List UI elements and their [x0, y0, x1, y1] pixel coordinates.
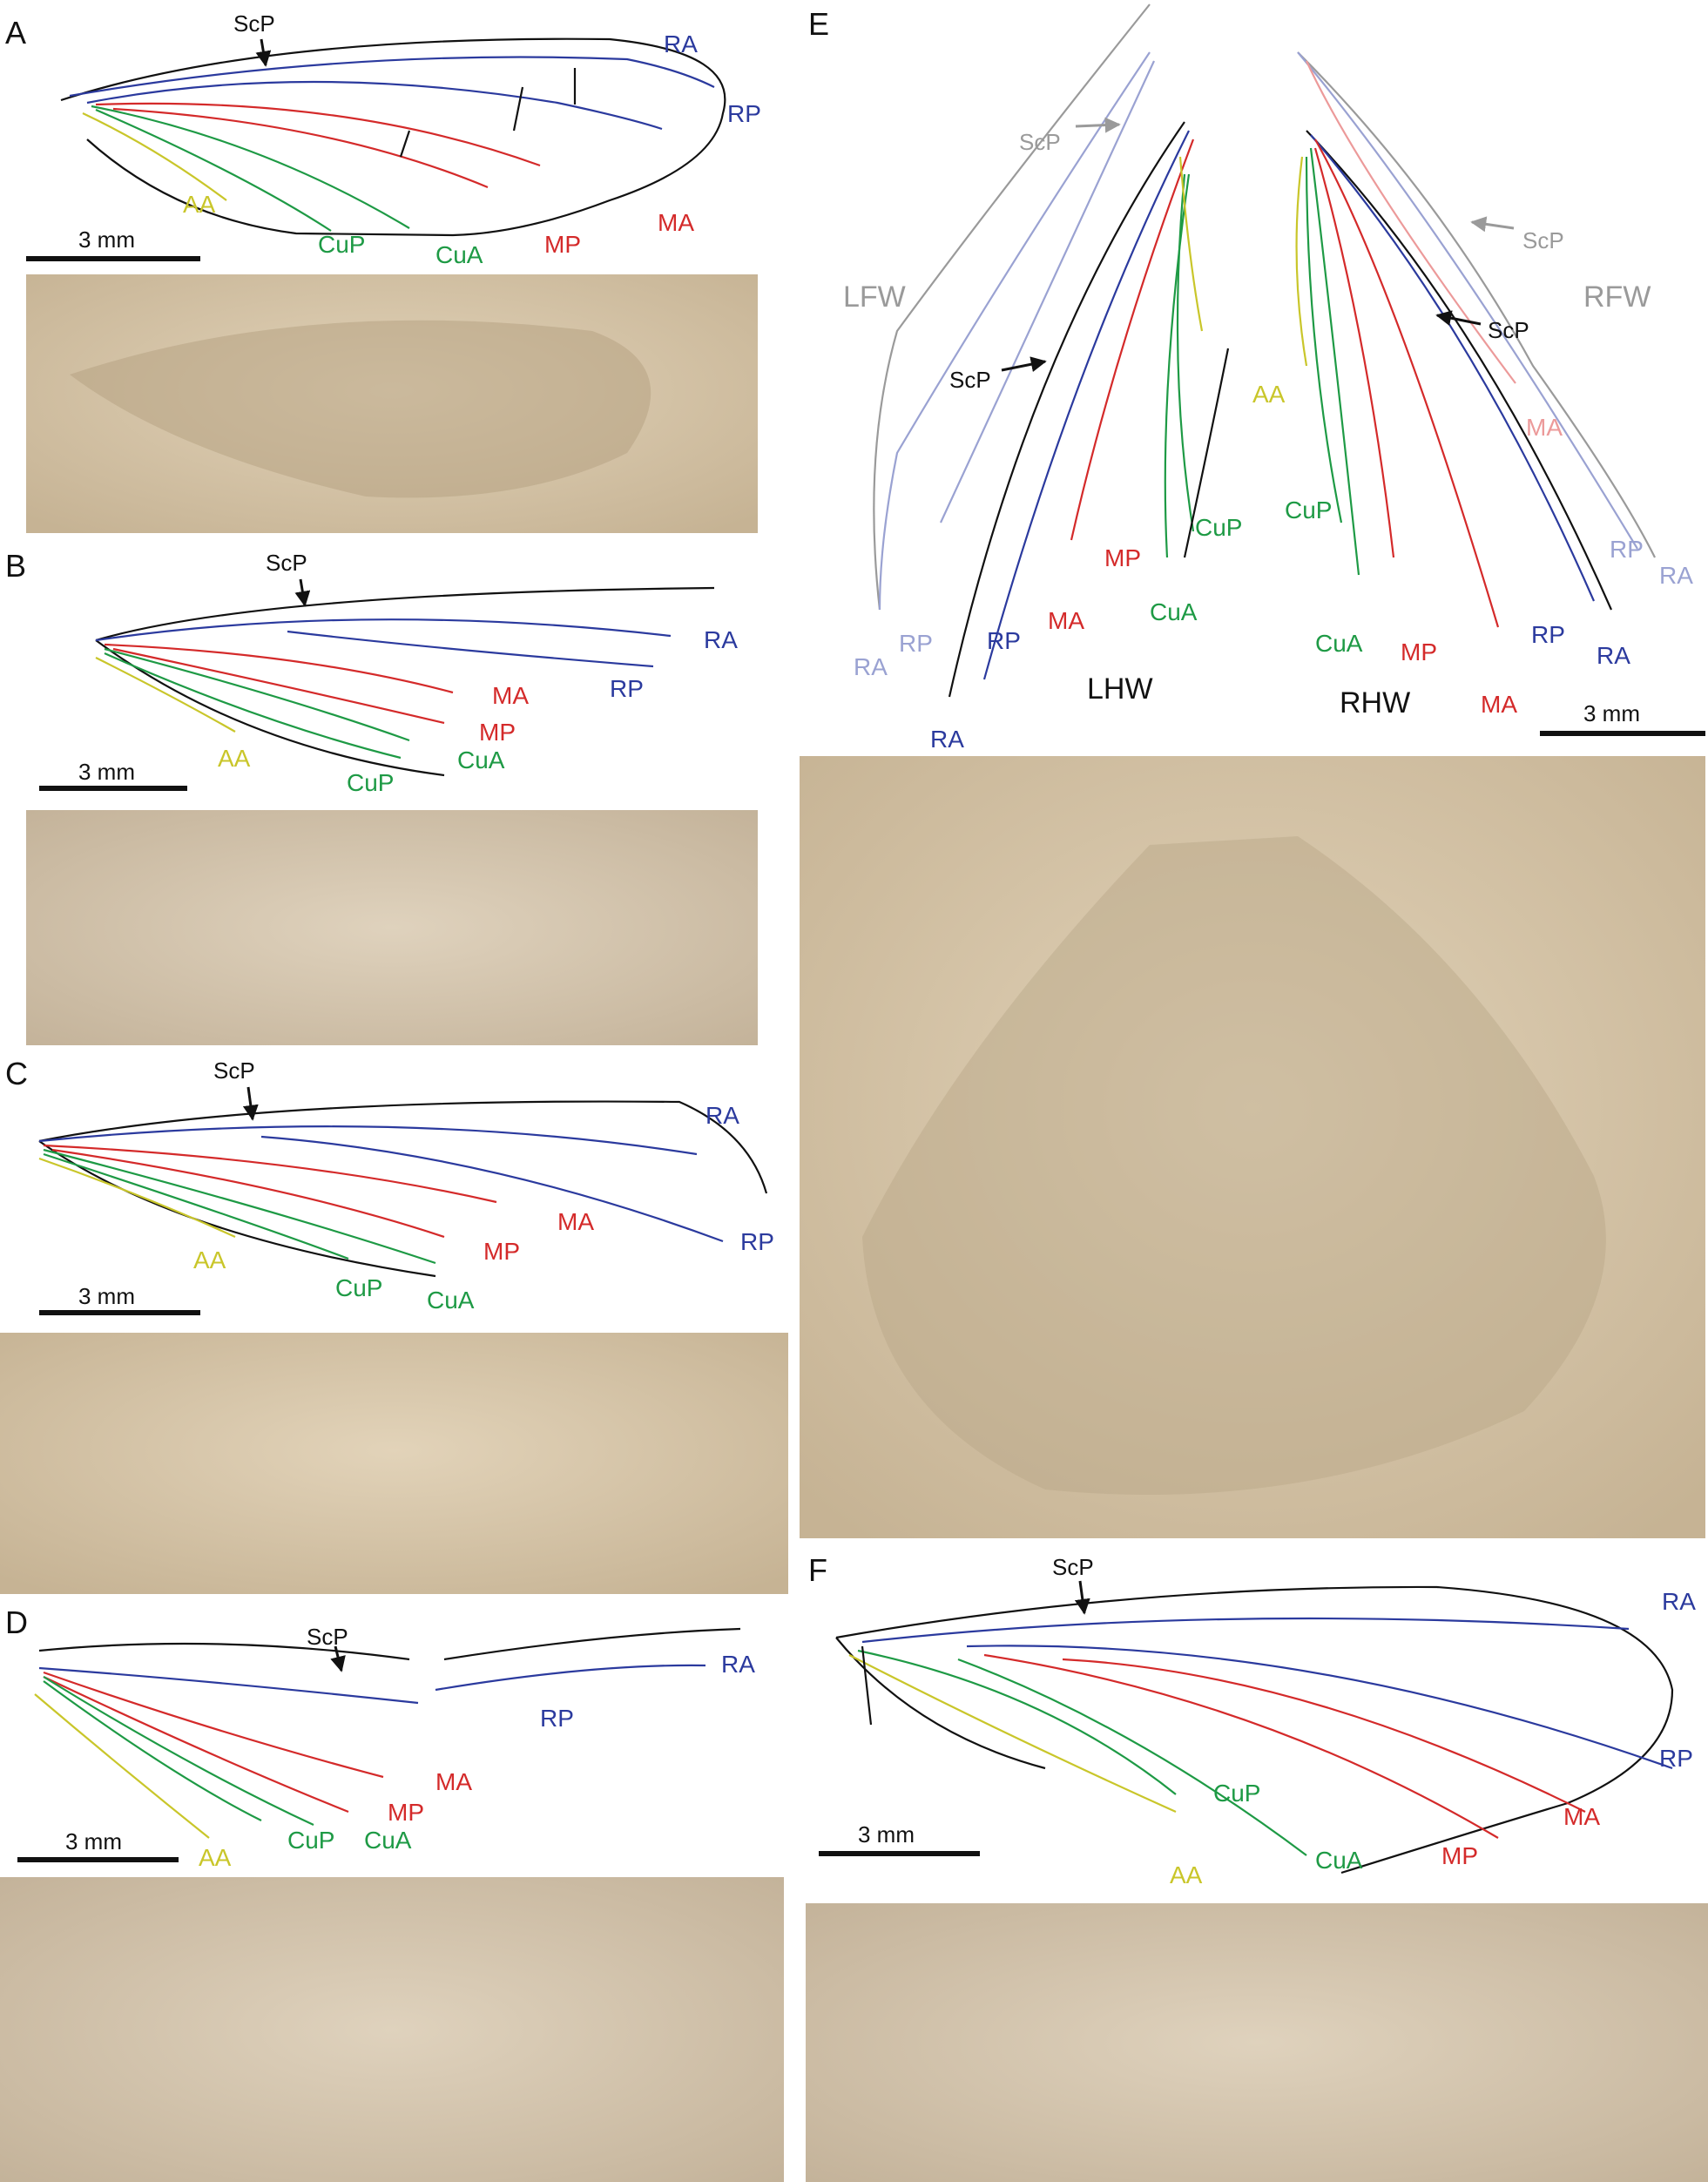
label-scp-lhw: ScP [949, 367, 991, 393]
fossil-photo-c [0, 1333, 788, 1594]
label-cua-f: CuA [1315, 1847, 1363, 1874]
label-scp-lfw: ScP [1019, 129, 1061, 155]
panel-a: A ScP RA RP MA MP CuA CuP AA 3 mm [5, 10, 761, 533]
label-ra-f: RA [1662, 1588, 1696, 1615]
label-cua-d: CuA [364, 1827, 412, 1854]
panel-letter-c: C [5, 1056, 28, 1091]
label-ra-e-rfw: RA [1659, 562, 1693, 589]
label-ra-a: RA [664, 30, 698, 57]
fossil-photo-e [800, 756, 1705, 1538]
panel-f: F ScP RA RP MA MP CuA CuP AA 3 mm [806, 1552, 1708, 2182]
scale-label-c: 3 mm [78, 1283, 135, 1309]
panel-c: C ScP RA RP MA MP CuA CuP AA 3 mm [0, 1056, 788, 1594]
label-ra-b: RA [704, 626, 738, 653]
label-rp-c: RP [740, 1228, 774, 1255]
label-mp-b: MP [479, 719, 516, 746]
label-rfw: RFW [1583, 280, 1651, 314]
label-mp-e-left: MP [1104, 544, 1141, 571]
label-scp-c: ScP [213, 1057, 255, 1084]
label-rp-f: RP [1659, 1745, 1693, 1772]
label-rp-d: RP [540, 1705, 574, 1732]
label-ra-c: RA [705, 1102, 739, 1129]
label-scp-b: ScP [266, 550, 307, 576]
panel-letter-e: E [808, 6, 829, 42]
label-cup-e-left: CuP [1195, 514, 1242, 541]
label-aa-d: AA [199, 1844, 232, 1871]
wing-drawing-f [835, 1585, 1674, 1875]
label-rp-a: RP [727, 100, 761, 127]
label-aa-a: AA [183, 191, 216, 218]
label-cup-b: CuP [347, 769, 394, 796]
fossil-photo-f [806, 1903, 1708, 2182]
label-scp-d: ScP [307, 1624, 348, 1650]
label-aa-b: AA [218, 745, 251, 772]
scale-label-f: 3 mm [858, 1821, 915, 1848]
label-ma-a: MA [658, 209, 694, 236]
label-ra-e-left: RA [930, 726, 964, 753]
label-ra-e-right: RA [1597, 642, 1630, 669]
label-cua-c: CuA [427, 1287, 475, 1314]
label-cua-a: CuA [435, 241, 483, 268]
label-rp-e-right: RP [1531, 621, 1565, 648]
wing-drawing-a [60, 37, 726, 237]
label-scp-rhw: ScP [1488, 317, 1529, 343]
label-scp-rfw: ScP [1522, 227, 1564, 253]
wing-drawing-d [34, 1627, 741, 1839]
label-ma-f: MA [1563, 1803, 1600, 1830]
scale-label-e: 3 mm [1583, 700, 1640, 726]
label-lfw: LFW [843, 280, 906, 314]
label-rhw: RHW [1340, 686, 1410, 719]
label-rp-e-rfw: RP [1610, 536, 1644, 563]
label-mp-a: MP [544, 231, 581, 258]
fossil-wings-e [862, 836, 1606, 1495]
label-ma-d: MA [435, 1768, 472, 1795]
label-cua-e-right: CuA [1315, 630, 1363, 657]
panel-letter-b: B [5, 548, 26, 584]
label-rp-e-left: RP [987, 627, 1021, 654]
label-ma-e-right: MA [1481, 691, 1517, 718]
panel-d: D ScP RA RP MA MP CuA CuP AA 3 mm [0, 1604, 784, 2182]
label-ma-e-left: MA [1048, 607, 1084, 634]
label-ra-d: RA [721, 1651, 755, 1678]
scale-label-d: 3 mm [65, 1828, 122, 1854]
label-scp-a: ScP [233, 10, 275, 37]
label-mp-c: MP [483, 1238, 520, 1265]
panel-letter-d: D [5, 1604, 28, 1640]
label-ma-b: MA [492, 682, 529, 709]
label-ma-c: MA [557, 1208, 594, 1235]
label-ra-e-lfw: RA [854, 653, 888, 680]
panel-letter-a: A [5, 15, 26, 51]
label-cua-b: CuA [457, 746, 505, 773]
label-cup-f: CuP [1213, 1780, 1260, 1807]
label-lhw: LHW [1087, 672, 1153, 706]
label-cup-e-right: CuP [1285, 497, 1332, 524]
label-cup-c: CuP [335, 1274, 382, 1301]
label-ma-e-rfw: MA [1526, 414, 1563, 441]
fossil-wing-a [70, 320, 651, 498]
panel-e: E LFW RFW [800, 3, 1705, 1538]
label-aa-e: AA [1252, 381, 1286, 408]
fossil-photo-d [0, 1877, 784, 2182]
label-rp-e-lfw: RP [899, 630, 933, 657]
label-cup-a: CuP [318, 231, 365, 258]
wing-drawing-b [95, 586, 715, 777]
wing-drawing-e [873, 3, 1656, 698]
panel-b: B ScP RA RP MA MP CuA CuP AA 3 mm [5, 548, 758, 1045]
wing-drawing-c [38, 1100, 768, 1278]
label-cua-e-left: CuA [1150, 598, 1198, 625]
label-aa-c: AA [193, 1246, 226, 1273]
scale-label-a: 3 mm [78, 226, 135, 253]
label-scp-f: ScP [1052, 1554, 1094, 1580]
panel-letter-f: F [808, 1552, 827, 1588]
scale-label-b: 3 mm [78, 759, 135, 785]
label-rp-b: RP [610, 675, 644, 702]
fossil-photo-b [26, 810, 758, 1045]
label-mp-f: MP [1441, 1842, 1478, 1869]
label-aa-f: AA [1170, 1861, 1203, 1888]
label-cup-d: CuP [287, 1827, 334, 1854]
label-mp-e-right: MP [1401, 638, 1437, 665]
label-mp-d: MP [388, 1799, 424, 1826]
